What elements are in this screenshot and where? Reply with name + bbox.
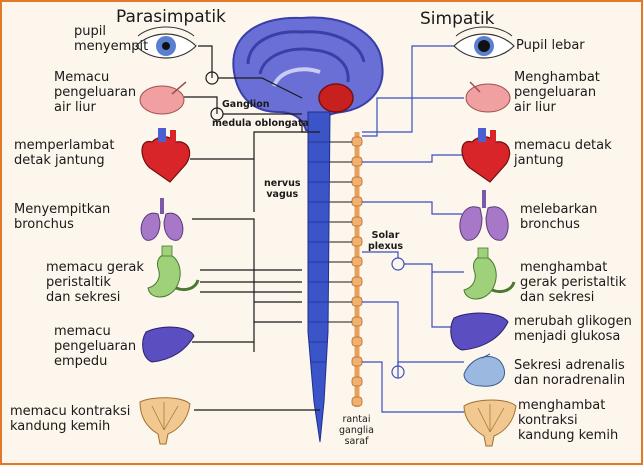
solar-plexus-label: Solar plexus — [368, 230, 404, 252]
right-label-bladder: menghambat kontraksi kandung kemih — [518, 398, 619, 443]
lungs-icon — [140, 198, 184, 241]
right-label-liver: merubah glikogen menjadi glukosa — [514, 314, 632, 344]
bladder-icon — [463, 399, 517, 447]
stomach-icon — [463, 247, 516, 300]
brain-icon — [232, 16, 384, 131]
right-label-pupil: Pupil lebar — [516, 38, 585, 53]
right-label-bronchus: melebarkan bronchus — [520, 202, 598, 232]
bladder-icon — [139, 397, 191, 445]
lungs-icon — [459, 190, 509, 241]
heart-icon — [461, 128, 511, 183]
parasympathetic-nerves — [184, 45, 320, 411]
spinal-cord — [307, 111, 331, 443]
eye-icon — [453, 26, 515, 59]
right-label-stomach: menghambat gerak peristaltik dan sekresi — [520, 260, 627, 305]
salivary-gland-icon — [139, 81, 187, 115]
left-label-saliva: Memacu pengeluaran air liur — [54, 70, 137, 115]
right-label-saliva: Menghambat pengeluaran air liur — [514, 70, 600, 115]
left-label-pupil: pupil menyempit — [74, 24, 149, 54]
right-label-heart: memacu detak jantung — [514, 138, 612, 168]
left-label-bronchus: Menyempitkan bronchus — [14, 202, 111, 232]
right-label-adrenal: Sekresi adrenalis dan noradrenalin — [514, 358, 626, 388]
stomach-icon — [147, 245, 200, 298]
liver-icon — [142, 326, 195, 363]
sympathetic-header: Simpatik — [420, 9, 495, 29]
left-label-bile: memacu pengeluaran empedu — [54, 324, 137, 369]
adrenal-gland-icon — [463, 353, 505, 387]
medulla-label: medula oblongata — [212, 118, 309, 129]
ganglia-chain-label: rantai ganglia saraf — [339, 414, 375, 447]
salivary-gland-icon — [465, 81, 511, 113]
liver-icon — [450, 312, 509, 351]
parasympathetic-header: Parasimpatik — [116, 7, 226, 27]
heart-icon — [141, 128, 191, 183]
ganglion-label: Ganglion — [222, 99, 270, 110]
eye-icon — [135, 26, 197, 59]
left-label-bladder: memacu kontraksi kandung kemih — [10, 404, 131, 434]
left-label-stomach: memacu gerak peristaltik dan sekresi — [46, 260, 144, 305]
vagus-label: nervus vagus — [264, 178, 301, 200]
left-label-heart: memperlambat detak jantung — [14, 138, 115, 168]
